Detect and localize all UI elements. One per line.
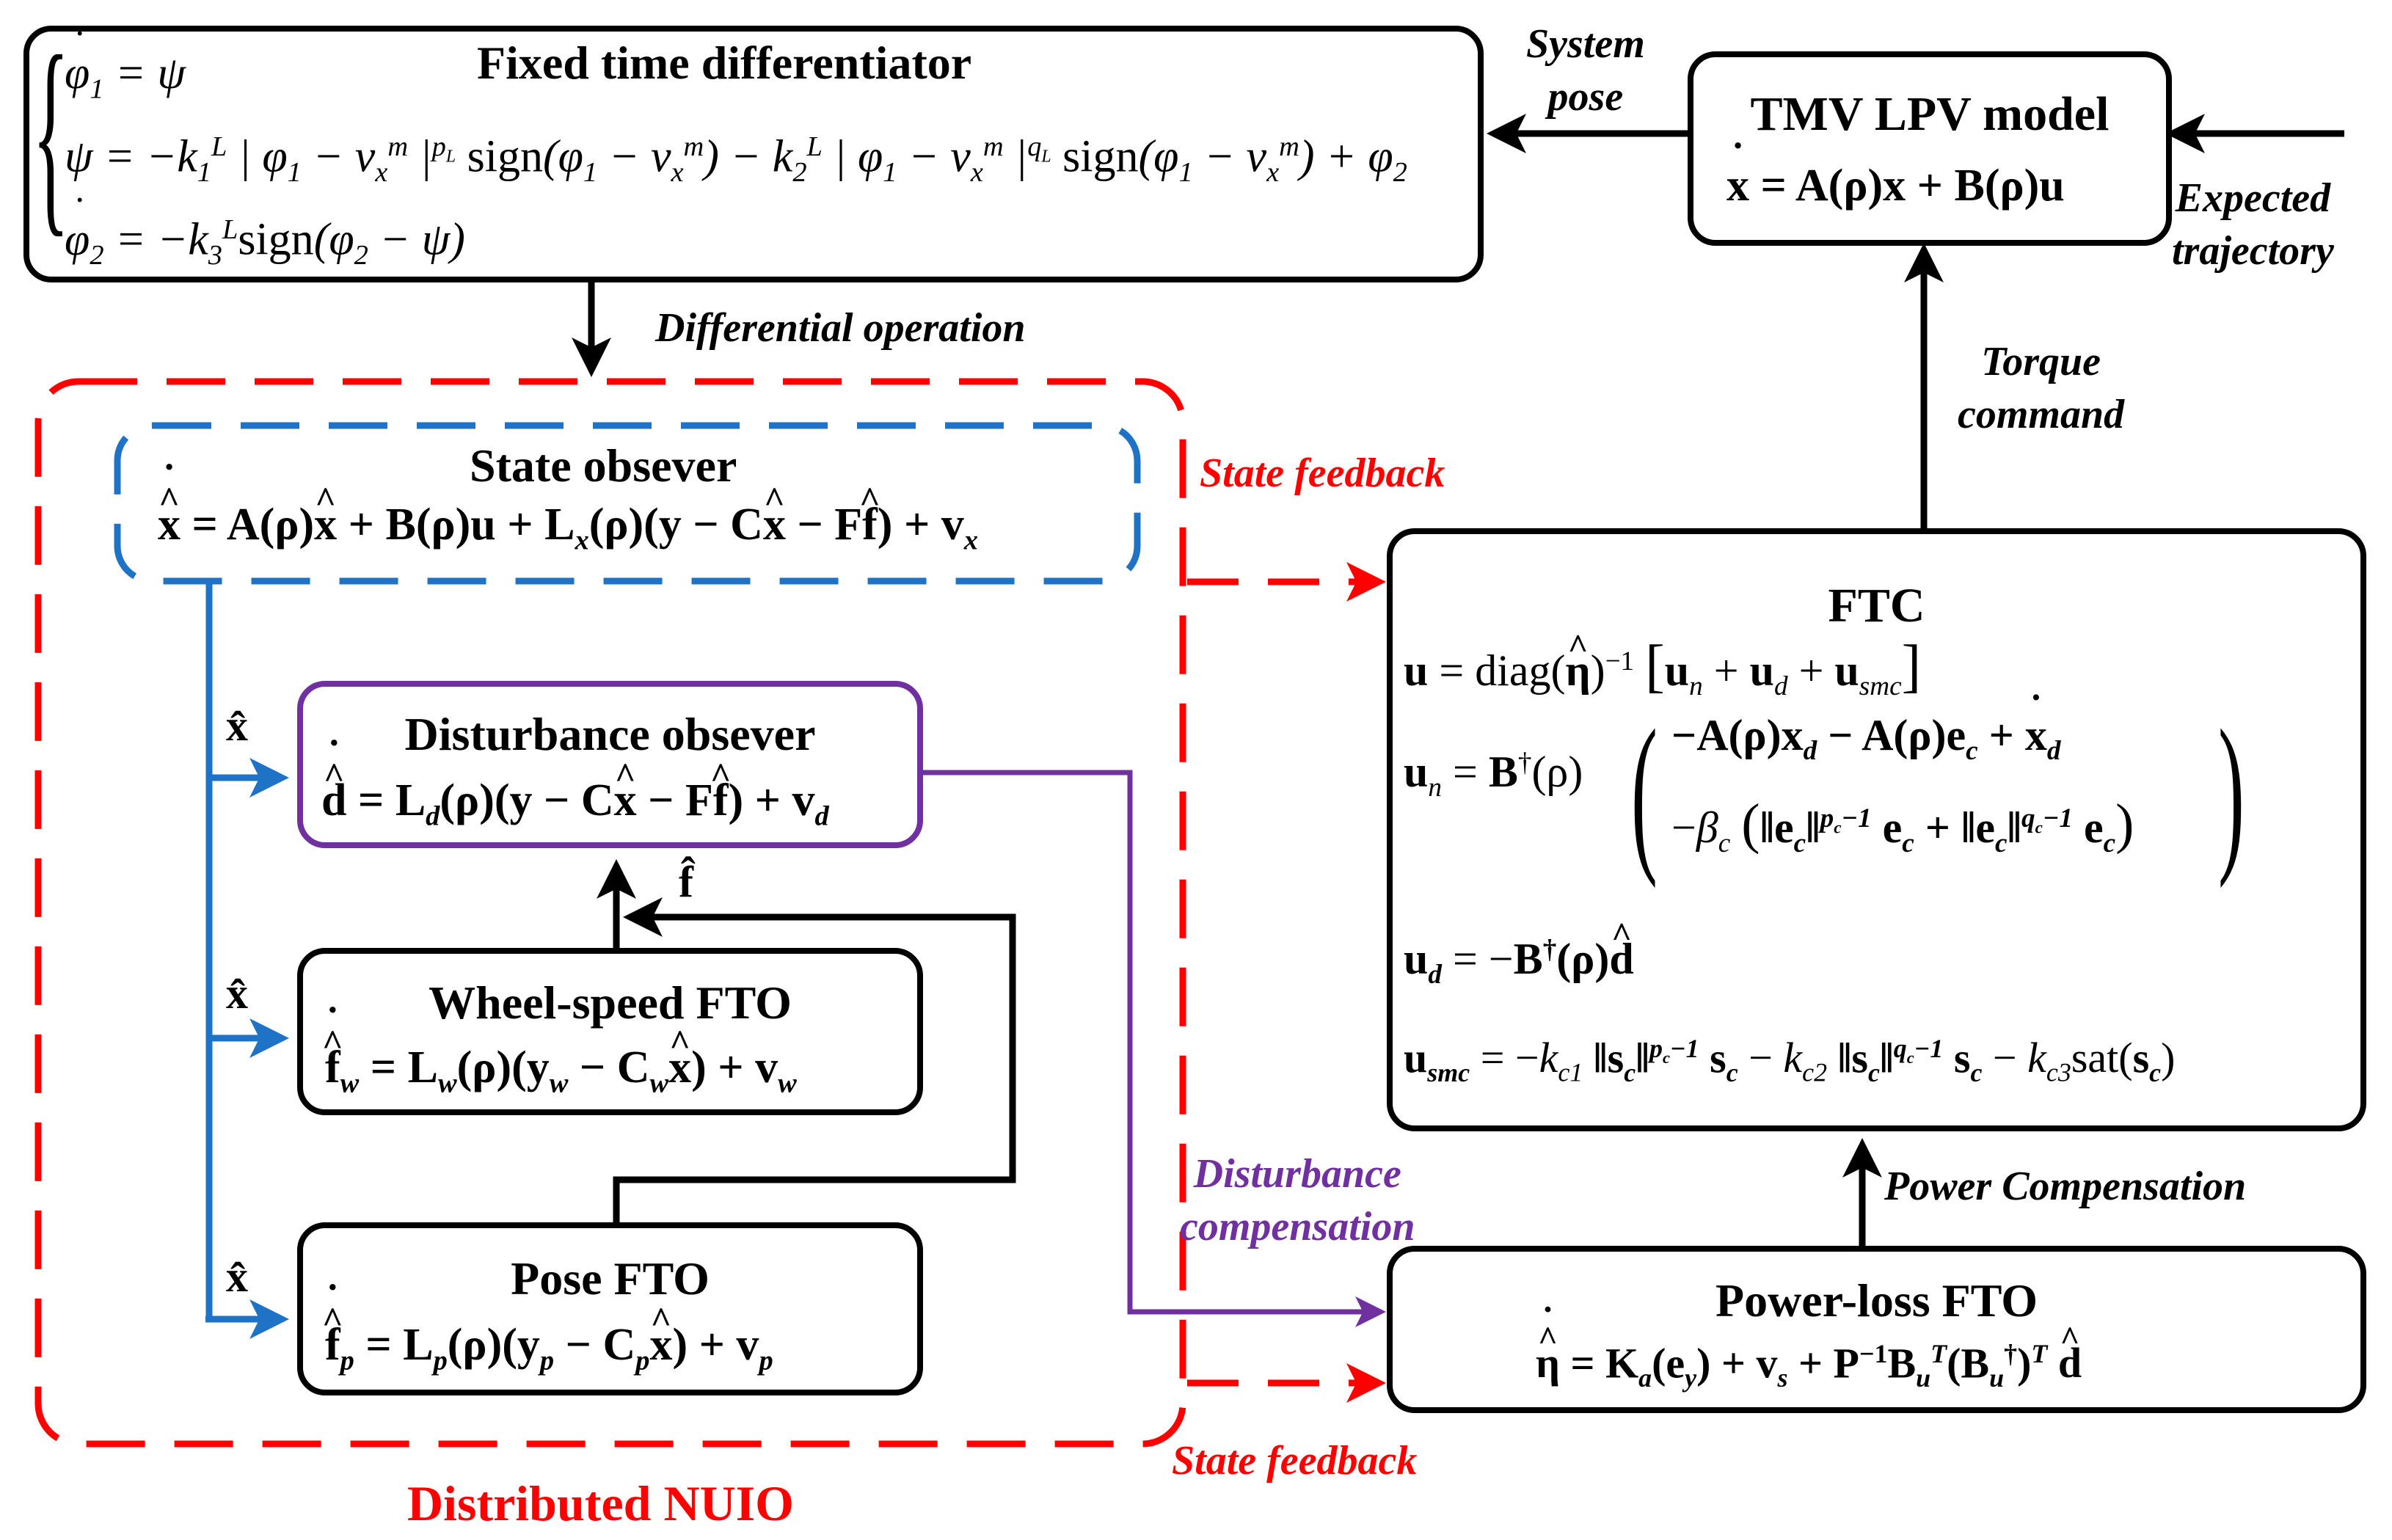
- distributed-nuio-label: Distributed NUIO: [407, 1475, 795, 1531]
- lpv-model-title: TMV LPV model: [1750, 87, 2110, 141]
- state-feedback-bottom-label: State feedback: [1172, 1438, 1418, 1484]
- expected-trajectory-text: Expected trajectory: [2172, 175, 2334, 274]
- wheel-speed-fto-box: Wheel-speed FTO fw = Lw(ρ)(yw − Cwx) + v…: [297, 948, 923, 1115]
- power-compensation-label: Power Compensation: [1884, 1164, 2247, 1209]
- power-loss-fto-equation: η = Ka(ey) + vs + P−1BuT(Bu†)T d: [1536, 1338, 2082, 1393]
- state-observer-equation: x = A(ρ)x + B(ρ)u + Lx(ρ)(y − Cx − Ff) +…: [158, 499, 978, 556]
- wheel-speed-fto-title: Wheel-speed FTO: [429, 977, 792, 1029]
- disturbance-observer-title: Disturbance obsever: [404, 708, 816, 760]
- disturbance-compensation-label: Disturbance compensation: [1180, 1148, 1415, 1253]
- disturbance-compensation-text: Disturbance compensation: [1180, 1151, 1415, 1249]
- torque-command-label: Torque command: [1958, 336, 2124, 441]
- xhat-label-1: x̂: [226, 701, 248, 750]
- fhat-from-pose-line: [613, 897, 1016, 1227]
- differential-operation-label: Differential operation: [655, 305, 1026, 351]
- lpv-model-box: TMV LPV model x = A(ρ)x + B(ρ)u: [1688, 51, 2172, 246]
- lpv-model-equation: x = A(ρ)x + B(ρ)u: [1726, 160, 2065, 212]
- power-loss-fto-title: Power-loss FTO: [1715, 1274, 2038, 1326]
- ftc-eq-un-row2: −βc (‖ec‖pc−1 ec + ‖ec‖qc−1 ec): [1671, 793, 2134, 858]
- expected-trajectory-label: Expected trajectory: [2172, 172, 2334, 277]
- system-pose-label: System pose: [1526, 18, 1645, 123]
- ftc-box: FTC u = diag(η)−1 [un + ud + usmc] un = …: [1387, 528, 2366, 1131]
- pose-fto-equation: fp = Lp(ρ)(yp − Cpx) + vp: [325, 1319, 773, 1376]
- differentiator-eq2: ψ = −k1L | φ1 − vxm |pL sign(φ1 − vxm) −…: [65, 131, 1407, 189]
- ftc-paren-right: ): [2218, 693, 2245, 888]
- ftc-title: FTC: [1828, 579, 1925, 632]
- wheel-speed-fto-equation: fw = Lw(ρ)(yw − Cwx) + vw: [325, 1042, 797, 1099]
- state-observer-title: State obsever: [470, 439, 737, 492]
- torque-command-text: Torque command: [1958, 339, 2125, 437]
- disturbance-observer-equation: d = Ld(ρ)(y − Cx − Ff) + vd: [321, 775, 829, 832]
- state-observer-border: [114, 422, 1141, 585]
- ftc-paren-left: (: [1631, 693, 1658, 888]
- ftc-eq-usmc: usmc = −kc1 ‖sc‖pc−1 sc − kc2 ‖sc‖qc−1 s…: [1404, 1034, 2176, 1087]
- differentiator-brace: {: [32, 11, 70, 255]
- ftc-eq-un-row1: −A(ρ)xd − A(ρ)ec + xd: [1671, 710, 2060, 767]
- fhat-label: f̂: [679, 858, 693, 906]
- differentiator-box: Fixed time differentiator { φ1 = ψ ψ = −…: [23, 11, 1484, 282]
- ftc-eq-un: un = B†(ρ): [1404, 748, 1583, 803]
- disturbance-compensation-arrow: [923, 770, 1386, 1327]
- power-loss-fto-box: Power-loss FTO η = Ka(ey) + vs + P−1BuT(…: [1387, 1246, 2366, 1413]
- xhat-label-3: x̂: [226, 1252, 248, 1301]
- differentiator-eq1: φ1 = ψ: [65, 48, 186, 105]
- differentiator-eq3: φ2 = −k3Lsign(φ2 − ψ): [65, 214, 465, 271]
- pose-fto-box: Pose FTO fp = Lp(ρ)(yp − Cpx) + vp: [297, 1222, 923, 1395]
- ftc-eq-u: u = diag(η)−1 [un + ud + usmc]: [1404, 633, 1921, 702]
- state-feedback-top-label: State feedback: [1200, 450, 1445, 496]
- ftc-eq-ud: ud = −B†(ρ)d: [1404, 934, 1634, 990]
- pose-fto-title: Pose FTO: [511, 1252, 710, 1304]
- differentiator-title: Fixed time differentiator: [477, 37, 972, 89]
- xhat-label-2: x̂: [226, 969, 248, 1018]
- disturbance-observer-box: Disturbance obsever d = Ld(ρ)(y − Cx − F…: [297, 681, 923, 848]
- system-pose-text: System pose: [1526, 21, 1645, 120]
- distributed-nuio-container: [34, 378, 1186, 1448]
